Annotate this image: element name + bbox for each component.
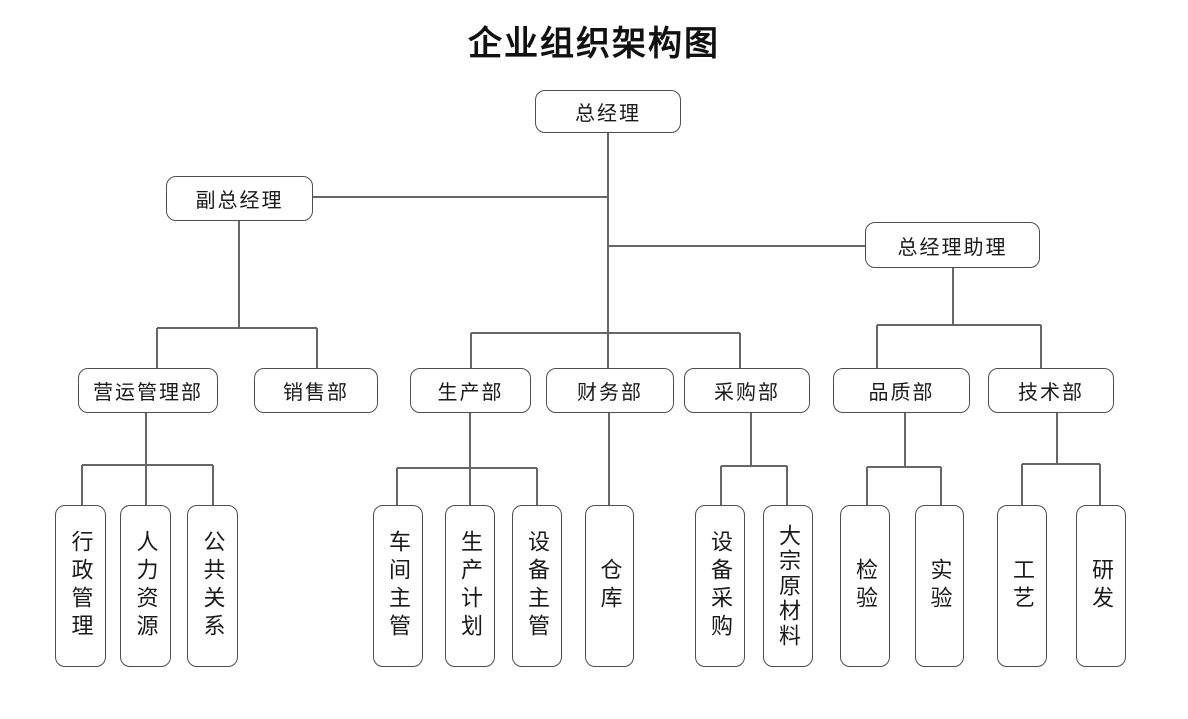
node-sub-admin-management[interactable]: 行政管理 — [55, 505, 106, 667]
node-gm-assistant[interactable]: 总经理助理 — [865, 222, 1040, 268]
node-sub-testing[interactable]: 实验 — [915, 505, 964, 667]
node-dept-quality[interactable]: 品质部 — [833, 368, 970, 413]
node-sub-inspection[interactable]: 检验 — [840, 505, 890, 667]
node-sub-equipment-supervisor[interactable]: 设备主管 — [512, 505, 562, 667]
node-dept-technology[interactable]: 技术部 — [988, 368, 1114, 413]
node-sub-human-resources[interactable]: 人力资源 — [120, 505, 171, 667]
chart-title: 企业组织架构图 — [468, 26, 720, 63]
node-sub-equipment-purchasing[interactable]: 设备采购 — [695, 505, 745, 667]
node-dept-finance[interactable]: 财务部 — [546, 368, 674, 413]
node-sub-process[interactable]: 工艺 — [997, 505, 1047, 667]
node-sub-public-relations[interactable]: 公共关系 — [187, 505, 238, 667]
node-dept-operations[interactable]: 营运管理部 — [78, 368, 218, 413]
node-general-manager[interactable]: 总经理 — [535, 90, 681, 133]
node-sub-bulk-raw-materials[interactable]: 大宗原材料 — [763, 505, 813, 667]
node-dept-purchasing[interactable]: 采购部 — [684, 368, 810, 413]
node-deputy-general-manager[interactable]: 副总经理 — [166, 176, 313, 221]
node-sub-production-planning[interactable]: 生产计划 — [445, 505, 495, 667]
node-dept-sales[interactable]: 销售部 — [254, 368, 378, 413]
node-sub-rd[interactable]: 研发 — [1076, 505, 1126, 667]
node-sub-workshop-supervisor[interactable]: 车间主管 — [373, 505, 423, 667]
node-sub-warehouse[interactable]: 仓库 — [585, 505, 634, 667]
node-dept-production[interactable]: 生产部 — [410, 368, 531, 413]
